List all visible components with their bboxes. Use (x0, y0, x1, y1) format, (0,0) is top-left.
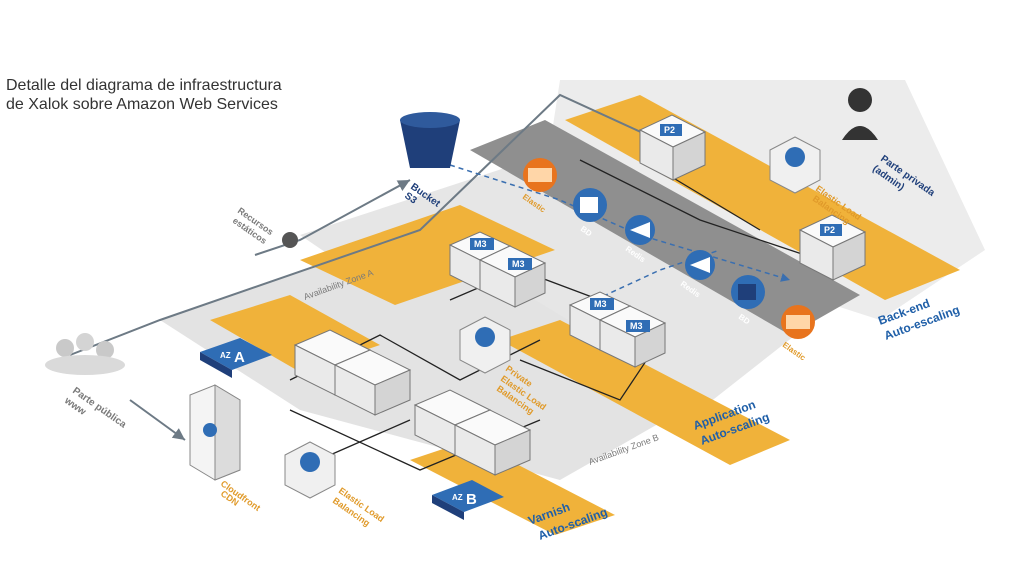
elb-bottom[interactable] (284, 441, 336, 499)
flow-line-cdn (129, 399, 186, 441)
m3-b2-label: M3 (630, 321, 643, 331)
bd-icon-2 (731, 275, 765, 309)
static-resources-icon (282, 232, 298, 248)
p2-tag-top (660, 124, 682, 136)
admin-user-icon (842, 88, 878, 140)
m3-a2-label: M3 (512, 259, 525, 269)
diagram-title: Detalle del diagrama de infraestructura … (6, 76, 282, 114)
plane-varnish (160, 230, 700, 480)
redis-icon-1 (625, 215, 655, 245)
orange-band-2 (300, 205, 555, 305)
flow-line-public (69, 93, 681, 356)
m3-tag-b2 (626, 320, 650, 332)
elastic-label-2: Elastic (781, 340, 808, 362)
az-b-letter: B (466, 491, 477, 508)
bd-icon-1 (573, 188, 607, 222)
p2-tag-bottom (820, 224, 842, 236)
orange-band-5 (410, 440, 615, 535)
elastic-icon-1 (523, 158, 557, 192)
elb-private[interactable] (459, 316, 511, 374)
m3-tag-b1 (590, 298, 614, 310)
redis-links (449, 164, 791, 301)
title-line-1: Detalle del diagrama de infraestructura (6, 77, 282, 94)
elb-top[interactable] (769, 136, 821, 194)
m3-tag-a1 (470, 238, 494, 250)
elastic-icon-2 (781, 305, 815, 339)
varnish-boxes-a[interactable] (293, 329, 412, 416)
m3-a1-label: M3 (474, 239, 487, 249)
az-a-text: AZ (220, 351, 231, 360)
p2-top-label: P2 (664, 125, 675, 135)
m3-b1-label: M3 (594, 299, 607, 309)
flow-line-static (254, 179, 411, 256)
redis-icon-2 (685, 250, 715, 280)
m3-tag-a2 (508, 258, 532, 270)
title-line-2: de Xalok sobre Amazon Web Services (6, 96, 278, 113)
data-band (470, 120, 860, 335)
p2-bottom-label: P2 (824, 225, 835, 235)
bucket-s3[interactable] (400, 112, 460, 168)
az-a-letter: A (234, 349, 245, 366)
cloudfront-server[interactable] (189, 384, 241, 481)
az-b-badge (432, 480, 504, 520)
public-users-icon (45, 333, 125, 375)
orange-band-3 (500, 320, 790, 465)
az-a-badge (200, 338, 272, 378)
az-b-text: AZ (452, 493, 463, 502)
varnish-boxes-b[interactable] (413, 389, 532, 476)
